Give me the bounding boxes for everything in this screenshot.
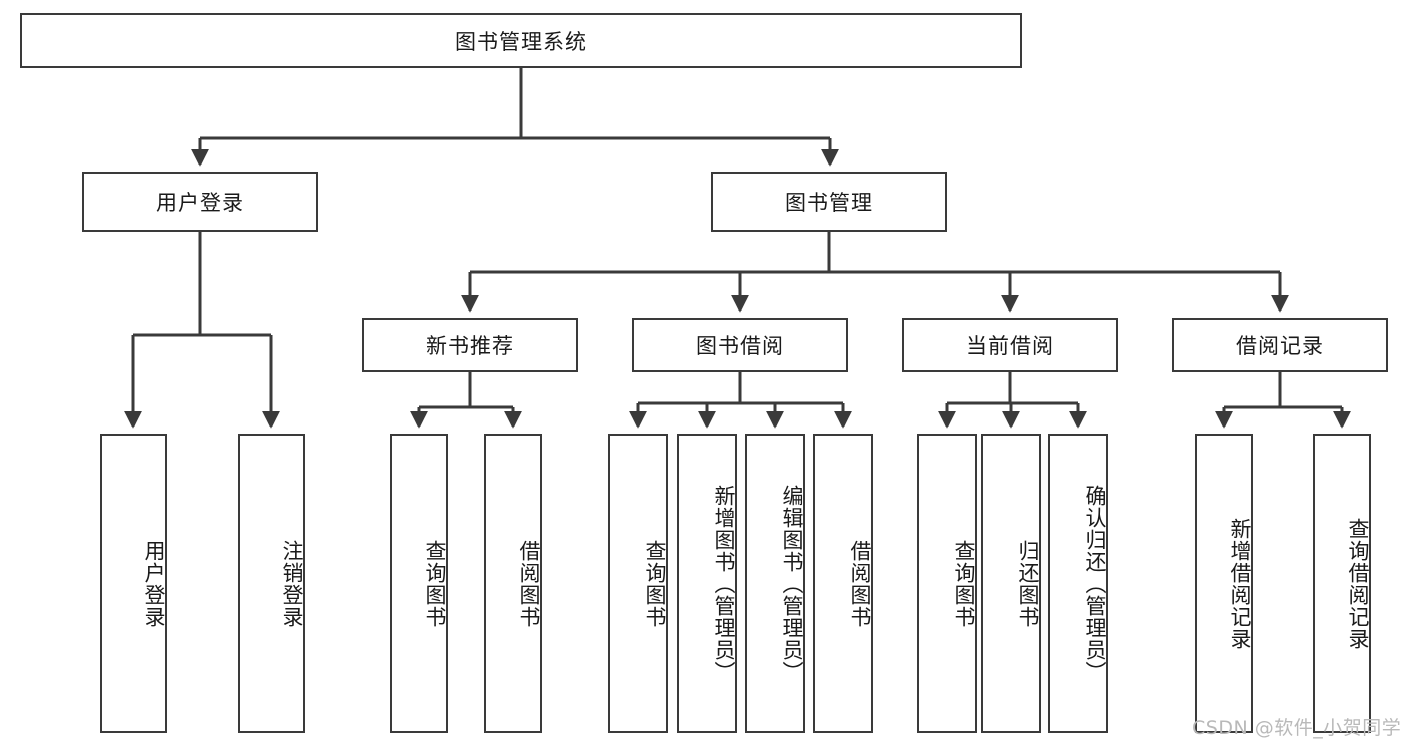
- node-leaf-query-book-borrow[interactable]: 查询图书: [608, 434, 668, 733]
- node-label: 新增图书（管理员）: [712, 484, 736, 683]
- node-leaf-return-book[interactable]: 归还图书: [981, 434, 1041, 733]
- node-root[interactable]: 图书管理系统: [20, 13, 1022, 68]
- node-leaf-confirm-return-admin[interactable]: 确认归还（管理员）: [1048, 434, 1108, 733]
- node-label: 用户登录: [142, 539, 166, 628]
- node-label: 查询图书: [643, 539, 667, 628]
- node-label: 当前借阅: [966, 334, 1054, 358]
- node-leaf-add-book-admin[interactable]: 新增图书（管理员）: [677, 434, 737, 733]
- node-label: 图书管理系统: [455, 29, 587, 54]
- node-label: 新书推荐: [426, 334, 514, 358]
- node-label: 归还图书: [1016, 539, 1040, 628]
- node-label: 注销登录: [280, 539, 304, 628]
- node-label: 新增借阅记录: [1228, 517, 1252, 650]
- node-label: 借阅图书: [848, 539, 872, 628]
- node-leaf-borrow-book[interactable]: 借阅图书: [813, 434, 873, 733]
- node-leaf-add-borrow-record[interactable]: 新增借阅记录: [1195, 434, 1253, 733]
- node-level2-borrow-record[interactable]: 借阅记录: [1172, 318, 1388, 372]
- node-label: 图书借阅: [696, 334, 784, 358]
- node-leaf-user-login[interactable]: 用户登录: [100, 434, 167, 733]
- node-leaf-edit-book-admin[interactable]: 编辑图书（管理员）: [745, 434, 805, 733]
- node-label: 查询借阅记录: [1346, 517, 1370, 650]
- node-label: 用户登录: [156, 191, 244, 215]
- node-level2-current-borrow[interactable]: 当前借阅: [902, 318, 1118, 372]
- node-leaf-query-book-recommend[interactable]: 查询图书: [390, 434, 448, 733]
- node-label: 确认归还（管理员）: [1083, 484, 1107, 683]
- node-leaf-query-book-current[interactable]: 查询图书: [917, 434, 977, 733]
- node-leaf-query-borrow-record[interactable]: 查询借阅记录: [1313, 434, 1371, 733]
- node-level1-book-management[interactable]: 图书管理: [711, 172, 947, 232]
- node-label: 查询图书: [423, 539, 447, 628]
- node-label: 查询图书: [952, 539, 976, 628]
- node-label: 图书管理: [785, 191, 873, 215]
- node-label: 借阅记录: [1236, 334, 1324, 358]
- node-level1-user-login[interactable]: 用户登录: [82, 172, 318, 232]
- node-leaf-logout[interactable]: 注销登录: [238, 434, 305, 733]
- node-label: 编辑图书（管理员）: [780, 484, 804, 683]
- watermark-text: CSDN @软件_小贺同学: [1192, 717, 1402, 739]
- node-label: 借阅图书: [517, 539, 541, 628]
- node-level2-book-borrow[interactable]: 图书借阅: [632, 318, 848, 372]
- node-level2-new-book-recommend[interactable]: 新书推荐: [362, 318, 578, 372]
- node-leaf-borrow-book-recommend[interactable]: 借阅图书: [484, 434, 542, 733]
